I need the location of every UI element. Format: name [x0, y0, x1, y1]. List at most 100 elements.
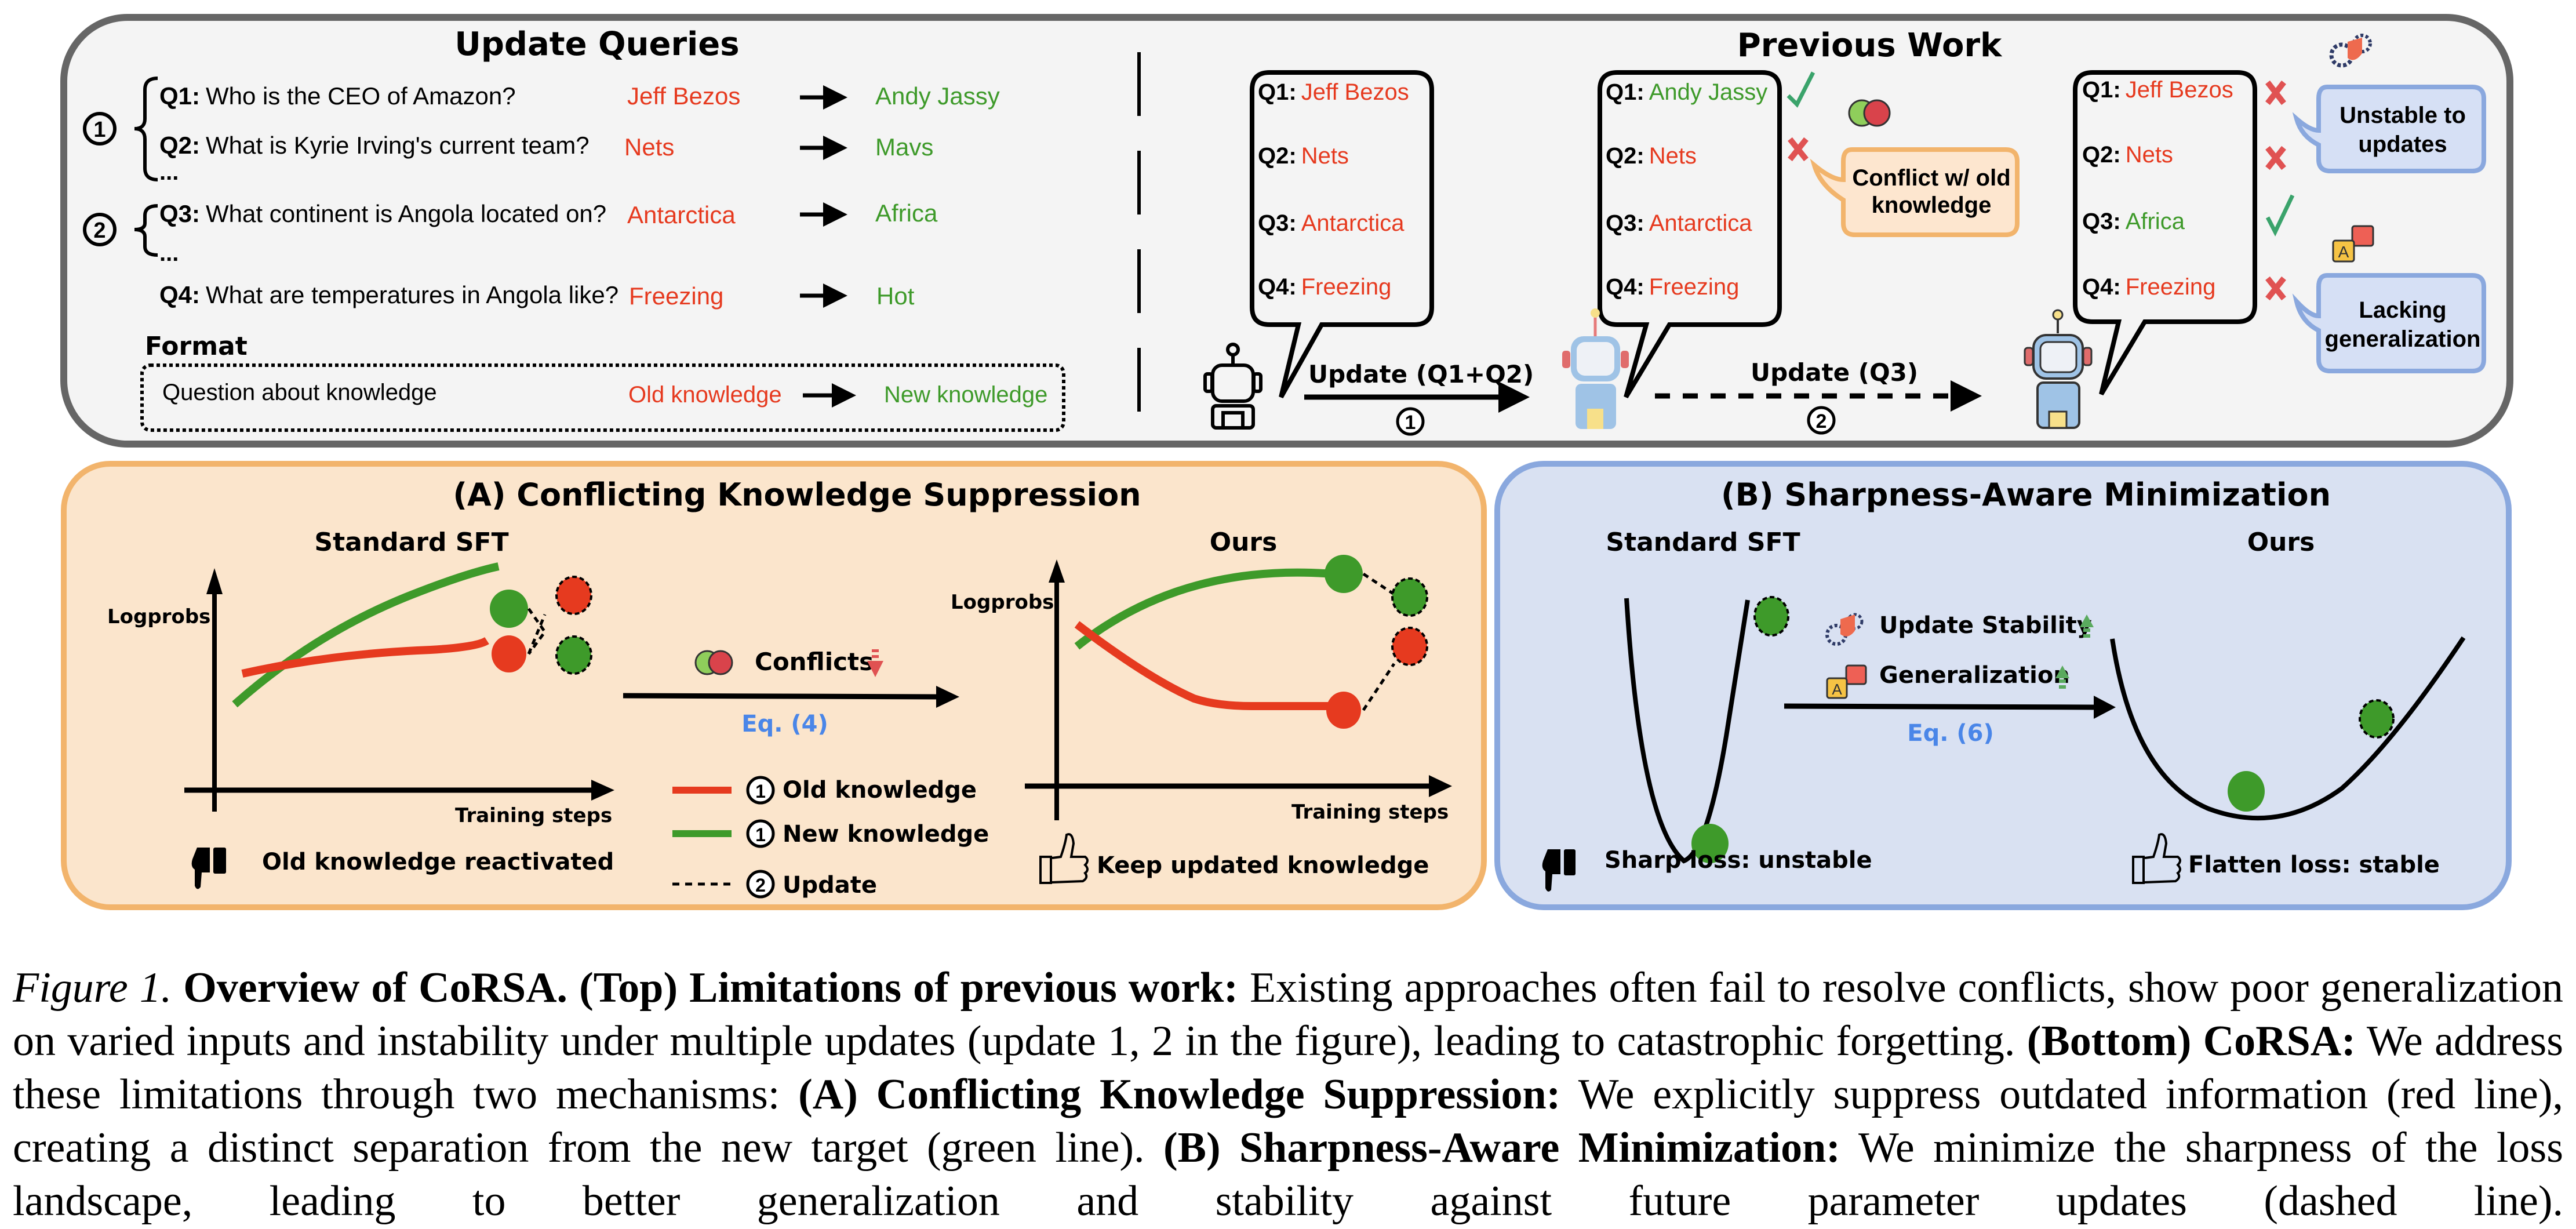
minimum-point: [1691, 824, 1729, 863]
conflict-icon: [1848, 99, 1891, 127]
format-title: Format: [145, 332, 248, 361]
svg-text:Unstable to: Unstable to: [2339, 103, 2466, 128]
svg-text:Q2:Nets: Q2:Nets: [1606, 143, 1697, 169]
check-icon: [1787, 71, 1815, 108]
caption-top-label: (Top) Limitations of previous work:: [579, 964, 1238, 1012]
old-knowledge-line: [1074, 621, 1333, 710]
format-question: Question about knowledge: [162, 380, 437, 405]
generalization-label: Generalization: [1879, 662, 2070, 689]
update-connector: [527, 608, 547, 655]
svg-text:Q1:Jeff Bezos: Q1:Jeff Bezos: [1258, 79, 1409, 105]
panel-sharpness-aware-minimization: (B) Sharpness-Aware Minimization Standar…: [1494, 461, 2512, 910]
conflict-icon: [694, 650, 733, 675]
new-knowledge-updated-point: [1391, 577, 1428, 617]
update-stability-label: Update Stability: [1879, 612, 2092, 639]
query-group-1: 1 Q1:Who is the CEO of Amazon? Jeff Bezo…: [83, 77, 1000, 185]
svg-text:Q2:Nets: Q2:Nets: [1258, 143, 1349, 169]
figure-caption: Figure 1. Overview of CoRSA. (Top) Limit…: [13, 961, 2563, 1228]
minimum-point: [2228, 771, 2265, 812]
panel-a-left-title: Standard SFT: [314, 528, 508, 557]
thumbs-down-icon: [191, 848, 226, 889]
format-box: [140, 363, 1065, 432]
new-answer: Andy Jassy: [875, 82, 1000, 110]
caption-bottom-text: We address these limitations through two…: [13, 1017, 2563, 1118]
panel-a-right-title: Ours: [1210, 528, 1278, 557]
top-panel: Update Queries 1 Q1:Who is the CEO of Am…: [60, 14, 2513, 448]
svg-text:generalization: generalization: [2325, 326, 2481, 352]
update-connector: [1362, 663, 1396, 711]
svg-text:Q4:What are temperatures in An: Q4:What are temperatures in Angola like?: [159, 281, 618, 308]
cross-icon: [2265, 80, 2286, 106]
new-knowledge-point: [1325, 555, 1363, 593]
new-answer: Mavs: [875, 133, 933, 161]
caption-bottom-label: (Bottom) CoRSA:: [2026, 1017, 2356, 1065]
panel-b-right-title: Ours: [2247, 528, 2315, 557]
format-legend: Format Question about knowledge Old know…: [140, 332, 1065, 432]
svg-text:Q4:Freezing: Q4:Freezing: [1258, 274, 1391, 300]
answer-bubble-1: Q1:Jeff Bezos Q2:Nets Q3:Antarctica Q4:F…: [1250, 70, 1434, 398]
new-knowledge-line: [1074, 568, 1334, 650]
panel-b-left-title: Standard SFT: [1606, 528, 1800, 557]
thumbs-down-icon: [1542, 849, 1576, 892]
badge-1: [1396, 407, 1425, 436]
old-knowledge-updated-point: [1391, 627, 1428, 666]
old-knowledge-line: [241, 637, 489, 678]
svg-text:Conflict w/ old: Conflict w/ old: [1852, 165, 2010, 191]
query-group-2: 2 Q3:What continent is Angola located on…: [83, 199, 938, 266]
panel-conflicting-knowledge-suppression: (A) Conflicting Knowledge Suppression St…: [61, 461, 1487, 910]
svg-text:1: 1: [755, 824, 766, 845]
panel-a-left-verdict: Old knowledge reactivated: [262, 849, 614, 875]
query-row: Q2:What is Kyrie Irving's current team?: [159, 132, 590, 159]
caption-a-text: We explicitly suppress outdated informat…: [13, 1071, 2563, 1172]
robot-updated-icon: [1562, 308, 1629, 429]
svg-text:Lacking: Lacking: [2359, 297, 2446, 323]
old-answer: Antarctica: [627, 201, 736, 228]
x-axis-label: Training steps: [1291, 801, 1449, 824]
caption-title: Overview of CoRSA.: [183, 964, 568, 1012]
new-knowledge-point: [490, 590, 528, 628]
query-row-q4: Q4:What are temperatures in Angola like?…: [159, 281, 915, 310]
brace-icon: [134, 204, 158, 257]
speech-bubble: [1598, 70, 1782, 399]
svg-text:Q4:Freezing: Q4:Freezing: [2082, 274, 2215, 300]
perturbed-point: [2359, 699, 2395, 739]
old-answer: Nets: [624, 133, 674, 161]
robot-updated-icon: [2024, 309, 2093, 429]
old-knowledge-point: [1326, 692, 1361, 729]
panel-a-transition: Conflicts Eq. (4): [623, 648, 959, 737]
eq-4-label: Eq. (4): [741, 711, 828, 737]
new-knowledge-updated-point: [555, 635, 592, 675]
legend-old-knowledge: Old knowledge: [783, 777, 977, 803]
query-row: Q1:Who is the CEO of Amazon?: [159, 82, 516, 110]
svg-text:Q3:Antarctica: Q3:Antarctica: [1258, 210, 1405, 236]
old-knowledge-point: [492, 635, 526, 672]
update-1-arrow: Update (Q1+Q2) 1: [1304, 360, 1534, 436]
svg-text:Q2:Nets: Q2:Nets: [2082, 142, 2173, 168]
svg-text:1: 1: [1405, 412, 1416, 434]
conflicts-label: Conflicts: [755, 648, 874, 676]
unstable-note: Unstable to updates: [2292, 85, 2486, 173]
legend-update: Update: [783, 872, 877, 899]
up-arrow-icon: [2055, 666, 2069, 689]
format-new: New knowledge: [884, 382, 1047, 408]
x-axis-label: Training steps: [455, 804, 612, 827]
panel-a-legend: 1 Old knowledge 1 New knowledge 2 Update: [672, 776, 989, 899]
badge-1: [83, 112, 117, 146]
down-arrow-icon: [867, 649, 883, 677]
brace-icon: [134, 77, 158, 181]
panel-a-title: (A) Conflicting Knowledge Suppression: [453, 477, 1141, 513]
old-answer: Freezing: [629, 282, 723, 310]
previous-work-title: Previous Work: [1737, 27, 2003, 64]
sharp-loss-curve: [1624, 596, 1789, 864]
speech-bubble: [1250, 70, 1434, 398]
translate-icon: A: [1826, 664, 1867, 699]
cross-icon: [1788, 137, 1809, 162]
answer-bubble-3: Q1:Jeff Bezos Q2:Nets Q3:Africa Q4:Freez…: [2073, 70, 2295, 396]
cross-icon: [2265, 146, 2286, 170]
figure-label: Figure 1.: [13, 964, 172, 1012]
caption-b-text: We minimize the sharpness of the loss la…: [13, 1124, 2563, 1225]
format-old: Old knowledge: [628, 382, 782, 408]
speech-bubble: [2073, 70, 2257, 396]
new-answer: Hot: [876, 282, 915, 310]
caption-a-label: (A) Conflicting Knowledge Suppression:: [798, 1071, 1561, 1118]
